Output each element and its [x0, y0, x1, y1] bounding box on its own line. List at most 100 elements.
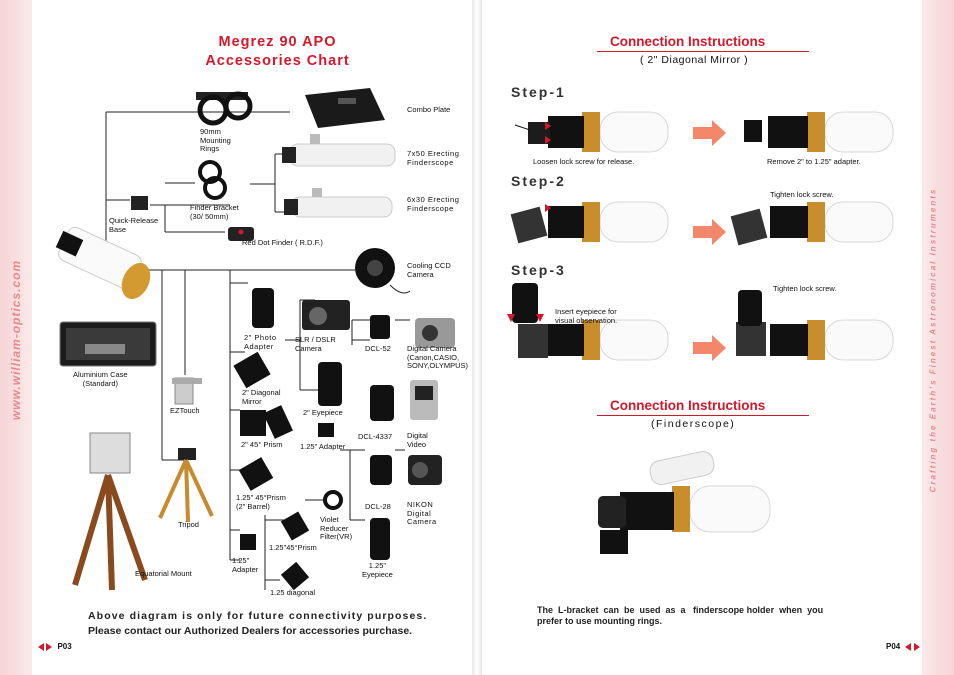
label-slr-camera: SLR / DSLR Camera [295, 335, 336, 353]
label-finder-7x50: 7x50 Erecting Finderscope [407, 149, 460, 167]
step2-caption: Tighten lock screw. [770, 190, 834, 199]
step3-label: Step-3 [511, 262, 566, 278]
step2-lock-arrow [545, 204, 551, 212]
page-number-left: P03 [57, 642, 72, 651]
vr-filter-image [323, 490, 343, 510]
eztouch-image [172, 377, 202, 405]
digital-video-image [410, 380, 438, 420]
dcl-28-image [370, 455, 392, 485]
page-gutter [472, 0, 482, 675]
prism-125-2in-image [238, 457, 274, 491]
label-vr-filter: Violet Reducer Filter(VR) [320, 515, 353, 541]
diagonal-125-image [280, 561, 310, 591]
left-side-band [0, 0, 32, 675]
section2-subtitle: (Finderscope) [651, 418, 736, 430]
label-digital-camera: Digital Camera (Canon,CASIO, SONY,OLYMPU… [407, 344, 468, 370]
page-nav-left[interactable]: P03 [38, 642, 72, 651]
label-eyepiece-125: 1.25" Eyepiece [362, 561, 393, 579]
chart-title: Megrez 90 APO Accessories Chart [185, 33, 370, 71]
label-mounting-rings: 90mm Mounting Rings [200, 127, 231, 153]
label-adapter-125: 1.25" Adapter [300, 442, 346, 451]
page-nav-right[interactable]: P04 [886, 642, 920, 651]
step1-caption-b: Remove 2" to 1.25" adapter. [767, 157, 861, 166]
label-dcl52: DCL-52 [365, 344, 391, 353]
step3-insert-arrow [507, 314, 515, 322]
step2-before-image [510, 201, 669, 244]
label-combo-plate: Combo Plate [407, 105, 451, 114]
label-diagonal-mirror: 2" Diagonal Mirror [242, 388, 281, 406]
title-line-1: Megrez 90 APO [218, 34, 337, 50]
digital-camera-image [415, 318, 455, 348]
next-page-icon[interactable] [46, 642, 53, 651]
dcl-52-image [370, 315, 390, 339]
label-tripod: Tripod [178, 520, 199, 529]
combo-plate-image [305, 88, 385, 128]
photo-adapter-image [252, 288, 274, 328]
step3-caption-a: Insert eyepiece for visual observation. [555, 307, 618, 325]
page-number-right: P04 [886, 642, 901, 651]
step1-label: Step-1 [511, 84, 566, 100]
dcl-4337-image [370, 385, 394, 421]
label-photo-adapter: 2" Photo Adapter [244, 333, 277, 351]
label-prism-125-2: 1.25" 45°Prism (2" Barrel) [236, 493, 286, 511]
label-nikon: NIKON Digital Camera [407, 500, 437, 526]
label-quick-release: Quick-Release Base [109, 216, 159, 234]
adapter-125b-image [240, 534, 256, 550]
step3-insert-arrow-2 [536, 314, 544, 322]
label-prism-125: 1.25"45°Prism [269, 543, 317, 552]
quick-release-base-image [131, 196, 148, 210]
mounting-rings-image [196, 91, 253, 126]
label-dcl4337: DCL-4337 [358, 432, 393, 441]
section2-underline [597, 415, 809, 416]
tripod-image [158, 448, 214, 523]
label-digital-video: Digital Video [407, 431, 428, 449]
footer-line-1: Above diagram is only for future connect… [88, 610, 428, 622]
diagonal-mirror-image [233, 351, 271, 389]
label-finder-6x30: 6x30 Erecting Finderscope [407, 195, 460, 213]
title-line-2: Accessories Chart [205, 53, 350, 69]
next-page-icon-right[interactable] [913, 642, 920, 651]
adapter-125-image [318, 423, 334, 437]
prism-125-small-image [280, 511, 310, 541]
finderscope-6x30-image [284, 188, 393, 218]
label-diagonal-125: 1.25 diagonal [270, 588, 316, 597]
step2-label: Step-2 [511, 173, 566, 189]
label-dcl28: DCL-28 [365, 502, 391, 511]
nikon-camera-image [408, 455, 442, 485]
slr-camera-image [302, 300, 350, 330]
step1-before-image [514, 111, 669, 153]
left-footer: Above diagram is only for future connect… [88, 609, 427, 639]
prism-45-image [240, 405, 293, 439]
label-equatorial: Equatorial Mount [135, 569, 192, 578]
section2-title: Connection Instructions [610, 398, 766, 413]
step1-lock-arrow-2 [545, 136, 551, 144]
section1-title: Connection Instructions [610, 34, 766, 49]
equatorial-mount-image [72, 432, 148, 591]
right-side-band [922, 0, 954, 675]
section1-underline [597, 51, 809, 52]
finderscope-combo-image [598, 450, 771, 554]
finderscope-note: The L-bracket can be used as a findersco… [537, 605, 824, 626]
cooling-ccd-image [355, 248, 411, 294]
label-eyepiece-2: 2" Eyepiece [303, 408, 343, 417]
label-finder-bracket: Finder Bracket (30/ 50mm) [190, 203, 239, 221]
prev-page-icon[interactable] [38, 642, 44, 651]
step3-caption-b: Tighten lock screw. [773, 284, 837, 293]
footer-line-2: Please contact our Authorized Dealers fo… [88, 625, 413, 637]
eyepiece-2in-image [318, 362, 342, 406]
label-aluminium-case: Aluminium Case (Standard) [73, 370, 128, 388]
label-prism-45: 2" 45° Prism [241, 440, 283, 449]
red-dot-finder-image [228, 227, 254, 241]
label-cooling-ccd: Cooling CCD Camera [407, 261, 451, 279]
prev-page-icon-right[interactable] [905, 642, 912, 651]
step1-lock-arrow [545, 122, 551, 130]
label-eztouch: EZTouch [170, 406, 200, 415]
aluminium-case-image [59, 321, 157, 367]
label-red-dot: Red Dot Finder ( R.D.F.) [242, 238, 323, 247]
step3-before-image [512, 283, 669, 361]
step1-caption-a: Loosen lock screw for release. [533, 157, 635, 166]
finderscope-7x50-image [282, 134, 396, 167]
megrez-telescope-image [55, 226, 151, 300]
